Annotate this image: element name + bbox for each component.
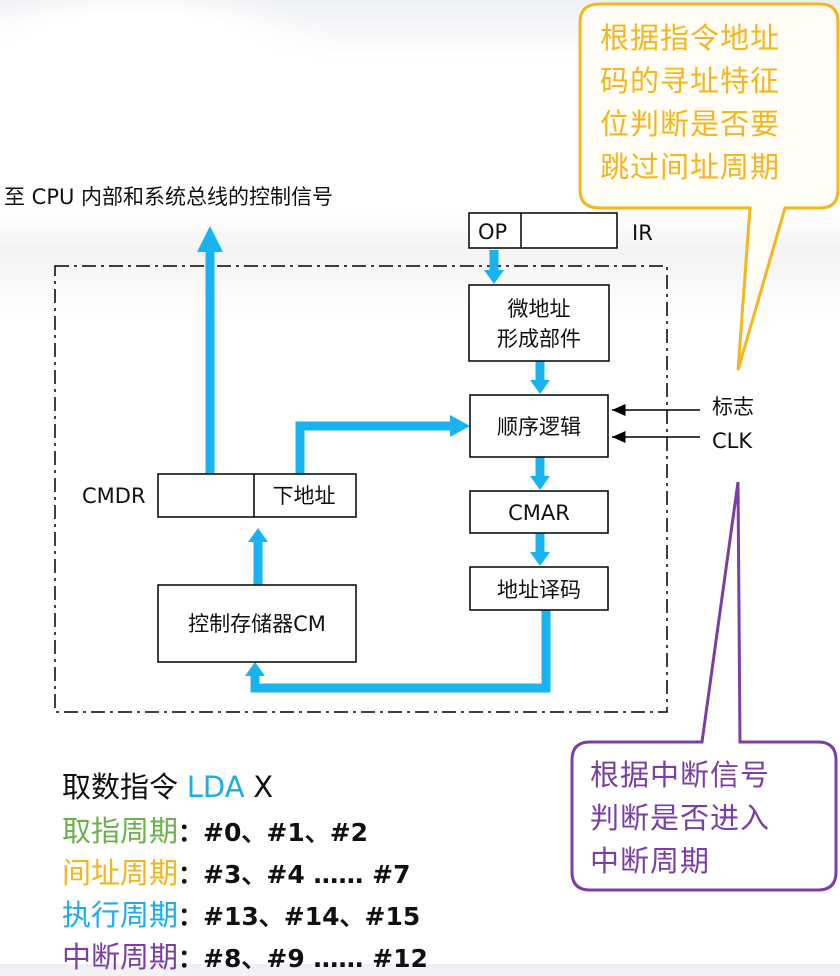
ir-op-field: OP (478, 220, 507, 244)
cmar-register: CMAR (469, 490, 609, 534)
callout-purple-line-2: 判断是否进入 (590, 801, 770, 835)
flow-decode-to-cm (250, 610, 551, 693)
callout-gold-line-2: 码的寻址特征 (600, 64, 780, 98)
callout-gold-line-4: 跳过间址周期 (600, 150, 780, 184)
callout-purple-line-1: 根据中断信号 (590, 758, 770, 792)
sequence-logic-label: 顺序逻辑 (497, 415, 581, 439)
flow-arrowhead-seq (530, 380, 550, 394)
control-memory: 控制存储器CM (157, 584, 357, 663)
instruction-head: 取数指令 (62, 770, 179, 804)
micro-address-unit: 微地址 形成部件 (468, 284, 610, 362)
instruction-operand: X (253, 770, 274, 804)
cycle-colon: ： (178, 902, 204, 931)
data-flow-paths (197, 226, 551, 693)
callout-interrupt-cycle: 根据中断信号 判断是否进入 中断周期 (570, 481, 838, 892)
control-inputs: 标志 CLK (612, 395, 754, 453)
control-memory-label: 控制存储器CM (188, 612, 326, 636)
background-decoration (0, 0, 340, 150)
cycle-indirect: 间址周期：#3、#4 …… #7 (62, 850, 410, 892)
micro-address-label-2: 形成部件 (497, 327, 581, 351)
instruction-line: 取数指令 LDA X (62, 764, 273, 806)
sequence-logic: 顺序逻辑 (469, 394, 609, 458)
cycle-name: 取指周期 (62, 814, 179, 848)
cycle-colon: ： (178, 860, 204, 889)
callout-purple-line-3: 中断周期 (590, 844, 710, 878)
clk-label: CLK (712, 429, 753, 453)
cycle-name: 中断周期 (62, 940, 179, 974)
cycle-colon: ： (178, 818, 204, 847)
cmdr-label: CMDR (82, 484, 146, 508)
flow-arrowhead-next (248, 528, 268, 542)
cycle-name: 执行周期 (62, 898, 179, 932)
cycle-steps: #0、#1、#2 (203, 818, 369, 847)
cycle-name: 间址周期 (62, 856, 179, 890)
cycle-fetch: 取指周期：#0、#1、#2 (62, 808, 368, 850)
flow-next-to-seq (295, 421, 452, 474)
flow-arrowhead-seq-left (450, 415, 470, 437)
callout-gold-line-1: 根据指令地址 (600, 21, 780, 55)
flow-arrowhead-cm (245, 662, 265, 676)
flow-arrowhead-cmar (530, 476, 550, 490)
address-decoder-label: 地址译码 (497, 578, 581, 602)
callout-indirect-cycle: 根据指令地址 码的寻址特征 位判断是否要 跳过间址周期 (578, 2, 840, 371)
next-address-field: 下地址 (273, 484, 336, 508)
flow-arrowhead-decode (530, 552, 550, 566)
flow-arrowhead-micro (484, 270, 504, 284)
flow-arrowhead-bus (197, 226, 223, 252)
cycle-steps: #3、#4 …… #7 (203, 860, 411, 889)
cycle-interrupt: 中断周期：#8、#9 …… #12 (62, 934, 428, 976)
cmar-label: CMAR (508, 501, 570, 525)
cycle-steps: #8、#9 …… #12 (203, 944, 428, 973)
address-decoder: 地址译码 (469, 566, 609, 611)
control-unit-boundary (54, 265, 668, 713)
cmdr-register: CMDR 下地址 (82, 473, 357, 518)
ir-label: IR (632, 221, 653, 245)
instruction-mnemonic: LDA (186, 770, 245, 804)
flag-label: 标志 (712, 395, 754, 419)
cycle-colon: ： (178, 944, 204, 973)
ir-register: OP IR (468, 212, 653, 249)
cycle-steps: #13、#14、#15 (203, 902, 421, 931)
callout-gold-line-3: 位判断是否要 (600, 107, 780, 141)
cycle-execute: 执行周期：#13、#14、#15 (62, 892, 420, 934)
micro-address-label-1: 微地址 (508, 297, 571, 321)
top-caption: 至 CPU 内部和系统总线的控制信号 (4, 185, 333, 209)
